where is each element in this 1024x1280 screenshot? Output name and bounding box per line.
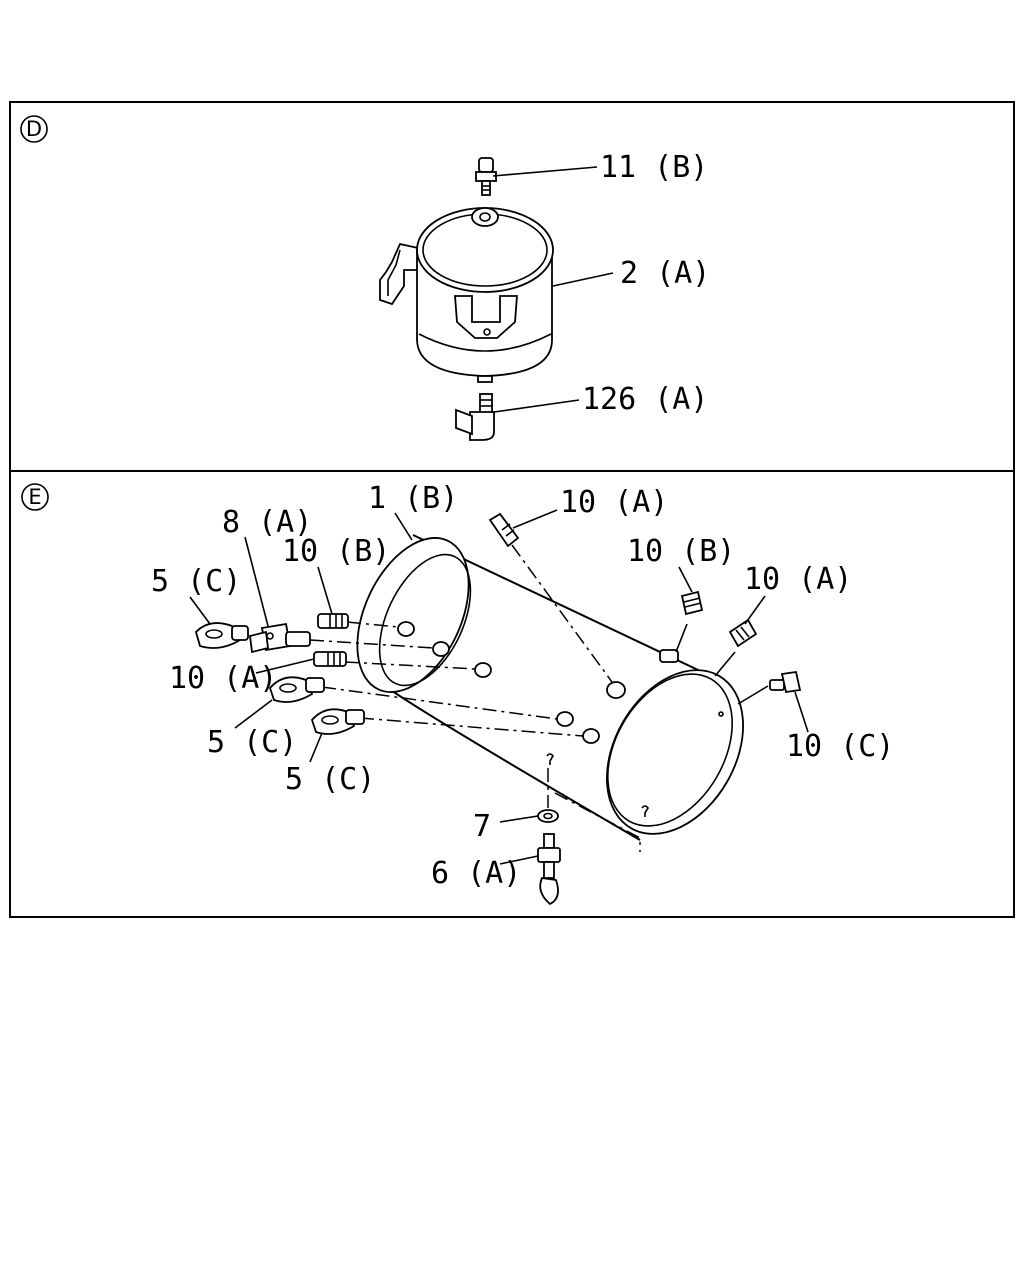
label-5c-bottom: 5 (C) <box>285 762 375 797</box>
filter-canister-2a <box>379 207 554 383</box>
fitting-10a-left <box>313 651 347 667</box>
label-10b-right: 10 (B) <box>627 534 735 569</box>
fitting-10b-left <box>317 613 349 629</box>
label-7: 7 <box>473 809 491 844</box>
washer-7 <box>537 809 559 823</box>
fitting-10a-top <box>488 512 520 548</box>
panel-e-marker-letter: E <box>28 485 41 509</box>
fitting-11b <box>475 157 497 196</box>
panel-d: D <box>9 101 1015 472</box>
label-10a-left: 10 (A) <box>169 661 277 696</box>
drain-valve-6a <box>537 833 561 906</box>
elbow-fitting-126a <box>455 393 495 441</box>
panel-e-frame <box>9 470 1015 918</box>
label-10a-right: 10 (A) <box>744 562 852 597</box>
label-5c-top: 5 (C) <box>151 564 241 599</box>
tee-fitting-8a <box>249 622 311 654</box>
panel-e: E <box>9 470 1015 918</box>
panel-e-marker: E <box>21 483 49 511</box>
label-2a: 2 (A) <box>620 256 710 291</box>
tank-ports-left <box>397 621 600 744</box>
label-10b-left: 10 (B) <box>282 534 390 569</box>
panel-d-marker-letter: D <box>26 117 42 141</box>
label-11b: 11 (B) <box>600 150 708 185</box>
fitting-10b-right <box>680 590 704 616</box>
label-5c-middle: 5 (C) <box>207 725 297 760</box>
elbow-5c-top <box>194 622 249 649</box>
elbow-5c-bottom <box>310 708 365 735</box>
air-tank-1b <box>356 534 744 841</box>
plug-10c <box>769 670 802 694</box>
elbow-5c-middle <box>268 676 325 703</box>
fitting-10a-right <box>728 618 758 648</box>
label-126a: 126 (A) <box>582 382 708 417</box>
label-6a: 6 (A) <box>431 856 521 891</box>
label-10c: 10 (C) <box>786 729 894 764</box>
label-1b: 1 (B) <box>368 481 458 516</box>
panel-d-marker: D <box>20 115 48 143</box>
label-10a-top: 10 (A) <box>560 485 668 520</box>
label-8a: 8 (A) <box>222 505 312 540</box>
